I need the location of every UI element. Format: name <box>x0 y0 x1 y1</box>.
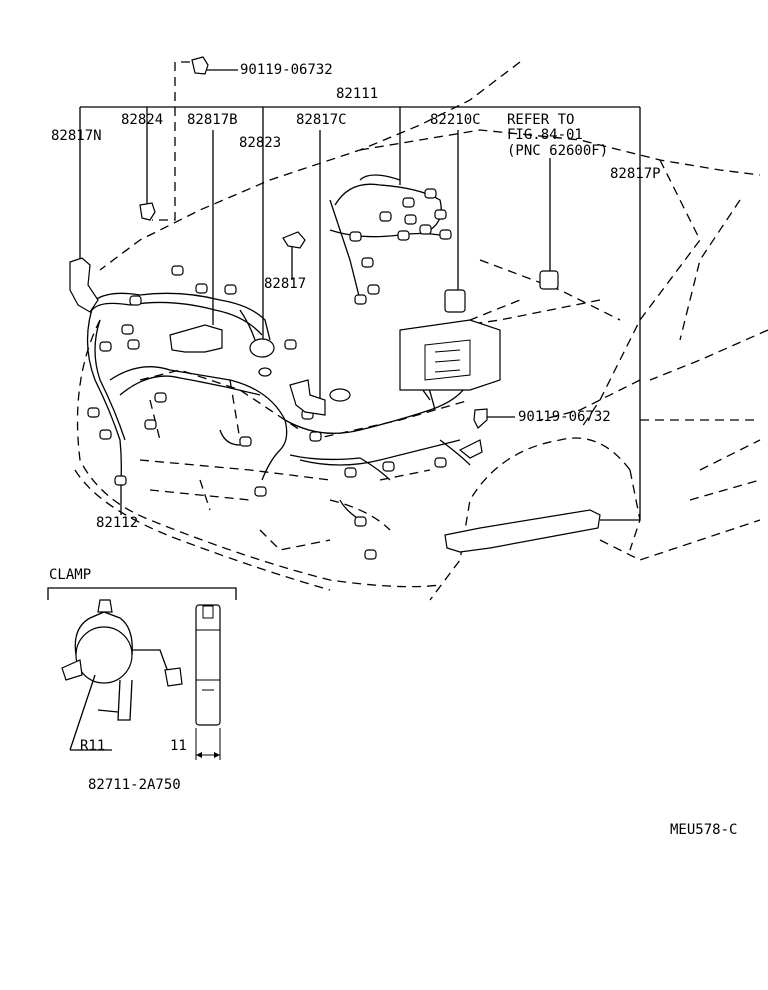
relay-block <box>399 319 501 391</box>
label-bolt-right: 90119-06732 <box>518 409 611 425</box>
connector <box>434 209 447 220</box>
connector <box>344 467 357 478</box>
bracket-82817C <box>289 379 326 416</box>
connector <box>379 211 392 222</box>
label-clamp-width: 11 <box>170 738 187 754</box>
clip-82817 <box>282 231 306 249</box>
label-82817N: 82817N <box>51 128 102 144</box>
label-refer-line1: REFER TO <box>507 112 575 128</box>
connector <box>309 431 322 442</box>
connector <box>354 516 367 527</box>
clamp-detail <box>47 587 237 760</box>
connector <box>364 549 377 560</box>
clip-82824 <box>139 202 156 221</box>
label-refer-line2: FIG.84-01 <box>507 127 583 143</box>
connector <box>402 197 415 208</box>
connector <box>154 392 167 403</box>
connector <box>195 283 208 294</box>
connector <box>434 457 447 468</box>
connector <box>419 224 432 235</box>
connector <box>127 339 140 350</box>
connector <box>367 284 380 295</box>
connector <box>99 429 112 440</box>
connector <box>239 436 252 447</box>
figure-code: MEU578-C <box>670 822 738 838</box>
connector <box>284 339 297 350</box>
clamp-side-view <box>195 604 221 726</box>
bracket-82817P <box>444 509 601 553</box>
clamp-ring <box>75 626 133 684</box>
connectors <box>87 188 474 560</box>
label-82112: 82112 <box>96 515 139 531</box>
relay-82210C <box>444 289 466 313</box>
bolt-icon <box>473 408 488 429</box>
label-82817: 82817 <box>264 276 307 292</box>
label-82824: 82824 <box>121 112 164 128</box>
label-clamp-radius: R11 <box>80 738 106 754</box>
bolt-icon <box>191 56 209 75</box>
connector <box>171 265 184 276</box>
grommet-82823 <box>249 338 275 358</box>
label-82111: 82111 <box>336 86 379 102</box>
label-bolt-top: 90119-06732 <box>240 62 333 78</box>
connector <box>144 419 157 430</box>
components <box>69 56 601 553</box>
connector <box>129 295 142 306</box>
label-82210C: 82210C <box>430 112 481 128</box>
connector <box>99 341 112 352</box>
connector <box>439 229 452 240</box>
clamp-frame <box>47 587 237 600</box>
connector <box>404 214 417 225</box>
connector <box>254 486 267 497</box>
connector <box>114 475 127 486</box>
connector <box>382 461 395 472</box>
connector <box>121 324 134 335</box>
label-refer-line3: (PNC 62600F) <box>507 143 609 159</box>
connector <box>349 231 362 242</box>
label-82817C: 82817C <box>296 112 347 128</box>
bracket-82817B <box>169 324 223 353</box>
connector <box>354 294 367 305</box>
connector <box>87 407 100 418</box>
connector <box>397 230 410 241</box>
connector <box>424 188 437 199</box>
clamp-title: CLAMP <box>49 567 92 583</box>
leader-lines <box>79 61 641 521</box>
bracket-82817N <box>69 257 99 313</box>
label-82817B: 82817B <box>187 112 238 128</box>
label-82823: 82823 <box>239 135 282 151</box>
label-clamp-part: 82711-2A750 <box>88 777 181 793</box>
body-outline <box>74 61 768 601</box>
connector <box>361 257 374 268</box>
fuse-62600F <box>539 270 559 290</box>
label-82817P: 82817P <box>610 166 661 182</box>
connector <box>224 284 237 295</box>
